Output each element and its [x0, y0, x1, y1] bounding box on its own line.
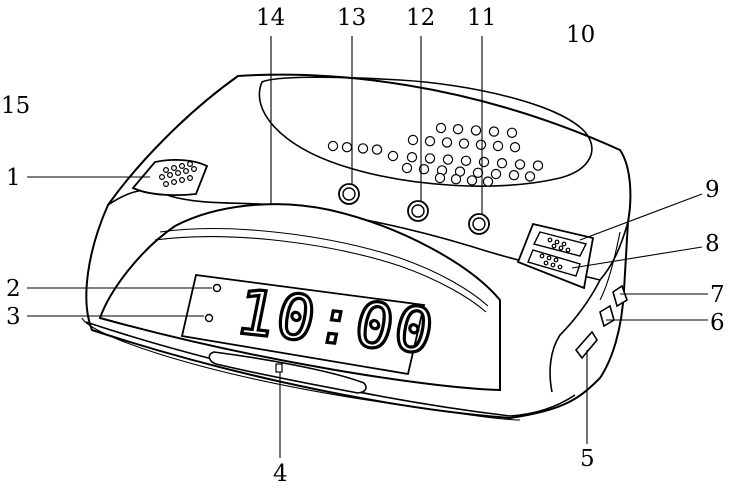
speaker-hole: [443, 155, 452, 164]
callout-2: 2: [6, 276, 21, 302]
speaker-hole: [342, 143, 351, 152]
speaker-hole: [467, 176, 476, 185]
speaker-hole: [358, 144, 367, 153]
callout-3: 3: [6, 304, 21, 330]
speaker-hole: [407, 153, 416, 162]
callout-9: 9: [705, 177, 720, 203]
speaker-hole: [160, 175, 165, 180]
speaker-hole: [548, 238, 552, 242]
speaker-hole: [493, 141, 502, 150]
speaker-hole: [497, 159, 506, 168]
speaker-hole: [525, 172, 534, 181]
speaker-hole: [509, 171, 518, 180]
button-12[interactable]: [408, 201, 428, 221]
speaker-hole: [562, 242, 566, 246]
speaker-hole: [436, 123, 445, 132]
indicator-led-2: [214, 285, 221, 292]
speaker-hole: [184, 169, 189, 174]
speaker-hole: [554, 258, 558, 262]
speaker-hole: [425, 154, 434, 163]
callout-4: 4: [273, 461, 288, 487]
speaker-hole: [164, 168, 169, 173]
speaker-hole: [471, 126, 480, 135]
speaker-hole: [510, 143, 519, 152]
speaker-hole: [483, 177, 492, 186]
callout-7: 7: [710, 282, 725, 308]
callout-10: 10: [566, 22, 595, 48]
speaker-hole: [461, 156, 470, 165]
speaker-hole: [540, 254, 544, 258]
indicator-led-3: [206, 315, 213, 322]
speaker-hole: [388, 151, 397, 160]
speaker-hole: [558, 265, 562, 269]
speaker-hole: [408, 135, 417, 144]
speaker-hole: [180, 178, 185, 183]
button-11[interactable]: [469, 214, 489, 234]
speaker-hole: [453, 125, 462, 134]
callout-13: 13: [337, 5, 366, 31]
callout-1: 1: [6, 165, 21, 191]
speaker-hole: [442, 138, 451, 147]
speaker-hole: [459, 139, 468, 148]
speaker-hole: [192, 167, 197, 172]
callout-14: 14: [256, 5, 285, 31]
speaker-hole: [451, 175, 460, 184]
speaker-hole: [172, 166, 177, 171]
speaker-hole: [402, 163, 411, 172]
speaker-hole: [425, 137, 434, 146]
speaker-hole: [168, 173, 173, 178]
speaker-hole: [515, 160, 524, 169]
speaker-hole: [476, 140, 485, 149]
speaker-hole: [479, 157, 488, 166]
speaker-hole: [172, 180, 177, 185]
speaker-hole: [559, 246, 563, 250]
speaker-hole: [180, 164, 185, 169]
speaker-hole: [552, 244, 556, 248]
speaker-hole: [544, 261, 548, 265]
speaker-hole: [566, 248, 570, 252]
speaker-hole: [188, 176, 193, 181]
speaker-hole: [547, 256, 551, 260]
speaker-hole: [435, 173, 444, 182]
speaker-hole: [491, 169, 500, 178]
speaker-hole: [551, 263, 555, 267]
callout-8: 8: [705, 231, 720, 257]
speaker-hole: [489, 127, 498, 136]
callout-11: 11: [467, 5, 496, 31]
callout-15: 15: [1, 93, 30, 119]
speaker-hole: [176, 171, 181, 176]
speaker-hole: [372, 145, 381, 154]
callout-12: 12: [406, 5, 435, 31]
callout-5: 5: [580, 446, 595, 472]
speaker-hole: [533, 161, 542, 170]
speaker-hole: [555, 240, 559, 244]
button-13[interactable]: [339, 184, 359, 204]
speaker-hole: [328, 141, 337, 150]
speaker-hole: [188, 162, 193, 167]
speaker-hole: [164, 182, 169, 187]
speaker-hole: [507, 128, 516, 137]
callout-6: 6: [710, 310, 725, 336]
